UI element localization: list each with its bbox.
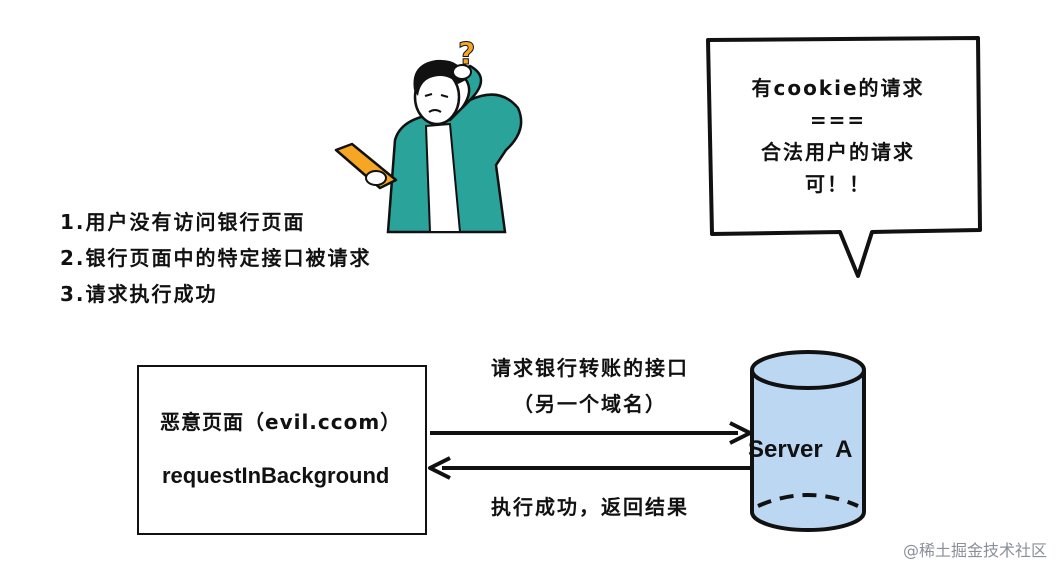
bubble-line-1: 有cookie的请求 (751, 76, 925, 100)
bubble-line-3: 合法用户的请求 (761, 140, 915, 164)
step-3: 3.请求执行成功 (60, 282, 218, 306)
request-label: 请求银行转账的接口 （另一个域名） (450, 350, 730, 422)
confused-person-illustration (334, 59, 523, 234)
step-2: 2.银行页面中的特定接口被请求 (60, 246, 372, 270)
evil-page-box (137, 365, 427, 535)
step-1: 1.用户没有访问银行页面 (60, 210, 306, 234)
request-arrow (430, 421, 752, 445)
bubble-line-4: 可！！ (805, 172, 871, 196)
bubble-line-2: === (809, 108, 867, 132)
question-mark: ? (458, 37, 475, 72)
speech-bubble-text: 有cookie的请求 === 合法用户的请求 可！！ (712, 72, 964, 200)
response-arrow (428, 456, 750, 480)
steps-list: 1.用户没有访问银行页面 2.银行页面中的特定接口被请求 3.请求执行成功 (60, 204, 372, 312)
evil-page-function: requestInBackground (162, 463, 390, 488)
watermark: @稀土掘金技术社区 (902, 541, 1047, 560)
server-cylinder (750, 350, 866, 532)
response-label: 执行成功，返回结果 (491, 495, 689, 519)
request-label-line-1: 请求银行转账的接口 (491, 356, 689, 380)
request-label-line-2: （另一个域名） (513, 392, 667, 416)
server-label: Server A (748, 436, 853, 463)
evil-page-title: 恶意页面（evil.ccom） (160, 410, 402, 434)
speech-bubble (706, 36, 982, 278)
